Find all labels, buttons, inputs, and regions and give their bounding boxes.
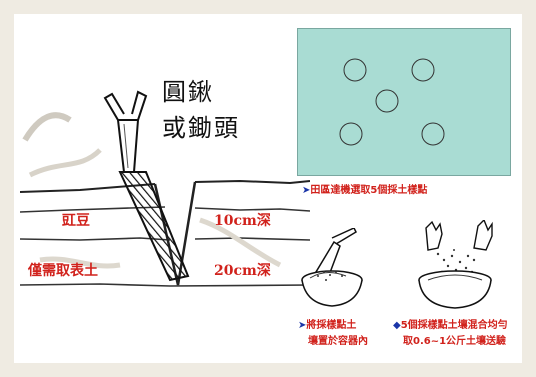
sample-point: [421, 122, 445, 146]
sample-point: [343, 58, 367, 82]
arrow-bullet-icon: ➤: [302, 185, 311, 196]
tool-title-line1: 圓鍬: [162, 78, 214, 106]
sample-point: [411, 58, 435, 82]
shovel-illustration: [103, 90, 190, 282]
diamond-bullet-icon: ◆: [393, 320, 401, 331]
trowel-in-bowl-illustration: [301, 228, 363, 307]
depth-label-20cm: 20cm深: [214, 263, 271, 279]
arrow-bullet-icon: ➤: [298, 320, 307, 331]
tool-title-line2: 或鋤頭: [162, 114, 240, 142]
depth-label-10cm: 10cm深: [214, 213, 271, 229]
field-sampling-diagram: [297, 28, 511, 176]
hands-mixing-bowl-illustration: [418, 220, 493, 309]
caption-mix: ◆5個採樣點土壤混合均勻 取0.6~1公斤土壤送驗: [393, 320, 508, 347]
sample-point: [339, 122, 363, 146]
layer-label-bottom: 僅需取表土: [28, 263, 98, 279]
caption-container: ➤將採樣點土 壤置於容器內: [298, 320, 368, 347]
layer-label-top: 豇豆: [62, 213, 90, 229]
soil-cross-section: [20, 90, 310, 287]
sample-point: [375, 89, 399, 113]
caption-field-points: ➤田區達機選取5個採土樣點: [302, 185, 428, 196]
